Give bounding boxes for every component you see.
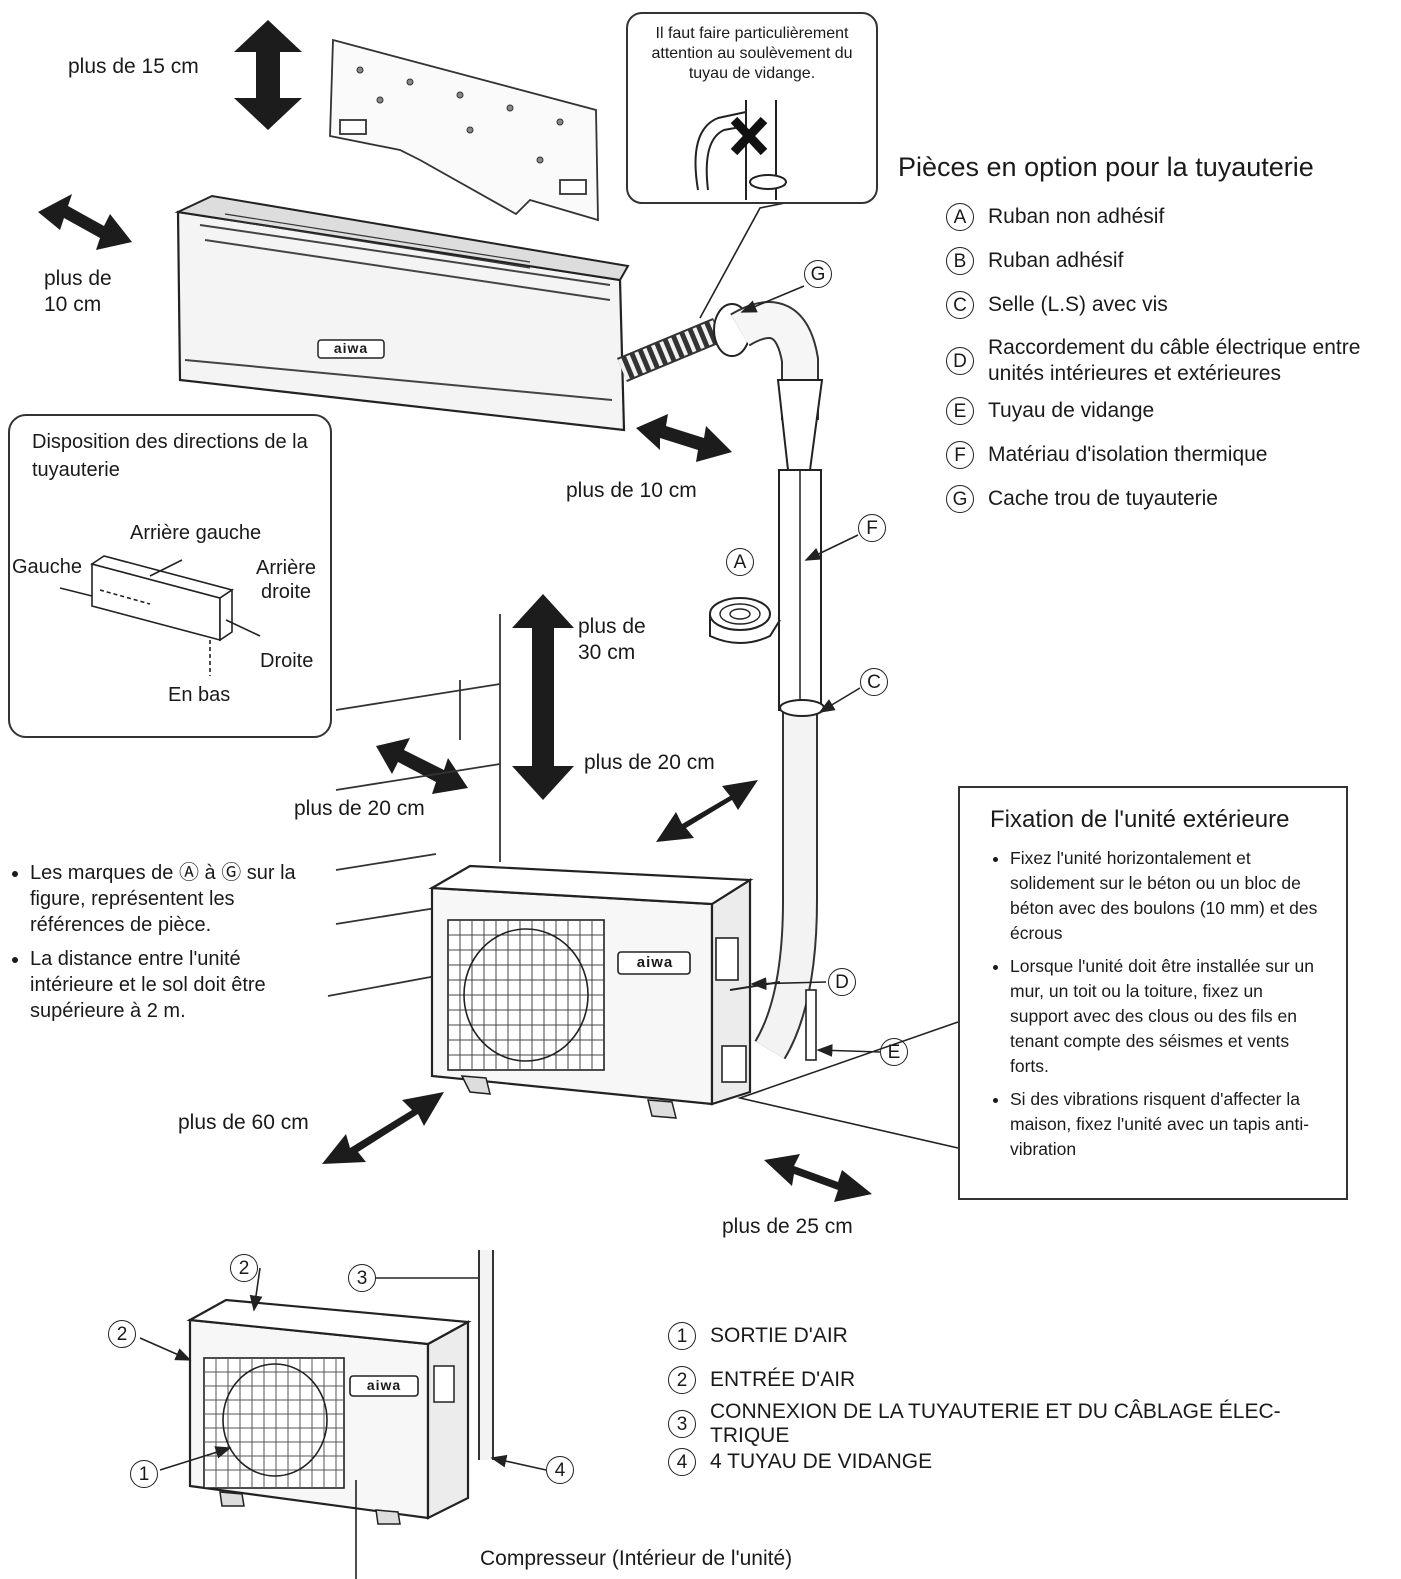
fixing-item: Lorsque l'unité doit être installée sur … xyxy=(1010,954,1322,1079)
legend-label: Tuyau de vidange xyxy=(988,399,1155,422)
legend-mark: E xyxy=(946,397,974,425)
legend-item-f: F Matériau d'isolation thermique xyxy=(946,441,1394,469)
optional-parts-title: Pièces en option pour la tuyauterie xyxy=(898,152,1314,182)
numbered-label: 4 TUYAU DE VIDANGE xyxy=(710,1450,933,1473)
number-mark: 3 xyxy=(668,1410,696,1438)
clearance-above-outdoor-label: plus de 30 cm xyxy=(578,615,646,664)
warning-text: Il faut faire particulièrement attention… xyxy=(651,25,853,82)
outdoor-unit-detail-art xyxy=(186,1250,494,1525)
arrow-right-indoor xyxy=(636,414,732,462)
callout-f: F xyxy=(858,514,886,542)
brand-logo-outdoor: aiwa xyxy=(636,954,674,971)
numbered-item-1: 1 SORTIE D'AIR xyxy=(668,1322,1368,1350)
clearance-left-indoor-label: plus de 10 cm xyxy=(44,267,112,316)
mounting-plate-art xyxy=(329,38,599,222)
notes-list: Les marques de Ⓐ à Ⓖ sur la figure, repr… xyxy=(8,860,308,1032)
callout-4: 4 xyxy=(546,1456,574,1484)
callout-2-top: 2 xyxy=(230,1254,258,1282)
callout-a: A xyxy=(726,548,754,576)
direction-bottom: En bas xyxy=(168,684,231,706)
callout-2-side: 2 xyxy=(108,1320,136,1348)
fixing-item: Fixez l'unité horizontalement et solidem… xyxy=(1010,846,1322,946)
clearance-side-outdoor-label: plus de 25 cm xyxy=(722,1215,853,1238)
number-mark: 4 xyxy=(668,1448,696,1476)
legend-label: Cache trou de tuyauterie xyxy=(988,487,1218,510)
legend-mark: F xyxy=(946,441,974,469)
brand-logo-outdoor-detail: aiwa xyxy=(366,1377,402,1393)
numbered-item-2: 2 ENTRÉE D'AIR xyxy=(668,1366,1368,1394)
wall-lines xyxy=(327,614,501,997)
clearance-right-outdoor-label: plus de 20 cm xyxy=(584,751,715,774)
legend-mark: B xyxy=(946,247,974,275)
legend-mark: C xyxy=(946,291,974,319)
direction-rear-right: Arrière droite xyxy=(256,557,317,603)
legend-item-a: A Ruban non adhésif xyxy=(946,203,1394,231)
piping-directions-box: Disposition des directions de la tuyaute… xyxy=(8,414,332,738)
legend-label: Selle (L.S) avec vis xyxy=(988,293,1168,316)
numbered-label: SORTIE D'AIR xyxy=(710,1324,848,1347)
legend-mark: G xyxy=(946,485,974,513)
callout-c: C xyxy=(860,668,888,696)
outdoor-unit-art xyxy=(428,864,781,1119)
callout-g: G xyxy=(804,260,832,288)
legend-mark: A xyxy=(946,203,974,231)
arrow-left-outdoor xyxy=(376,738,468,794)
drain-pipe-sketch xyxy=(694,100,787,200)
legend-item-g: G Cache trou de tuyauterie xyxy=(946,485,1394,513)
tape-roll-art xyxy=(709,597,781,644)
number-mark: 2 xyxy=(668,1366,696,1394)
arrow-above-outdoor xyxy=(512,594,574,800)
legend-item-d: D Raccordement du câble électrique entre … xyxy=(946,335,1394,387)
outdoor-fixing-title: Fixation de l'unité extérieure xyxy=(990,806,1290,833)
legend-item-b: B Ruban adhésif xyxy=(946,247,1394,275)
piping-direction-sketch xyxy=(59,555,261,676)
numbered-item-4: 4 4 TUYAU DE VIDANGE xyxy=(668,1448,1368,1476)
arrow-right-outdoor xyxy=(656,780,758,842)
clearance-arrows xyxy=(38,20,872,1202)
pipe-art xyxy=(617,301,825,1061)
legend-item-e: E Tuyau de vidange xyxy=(946,397,1394,425)
arrow-left-indoor xyxy=(38,194,132,250)
direction-right: Droite xyxy=(260,650,314,672)
clearance-right-indoor-label: plus de 10 cm xyxy=(566,479,697,502)
callout-d: D xyxy=(828,968,856,996)
clearance-left-outdoor-label: plus de 20 cm xyxy=(294,797,425,820)
legend-label: Raccordement du câble électrique entre u… xyxy=(988,336,1361,385)
clearance-top-label: plus de 15 cm xyxy=(68,55,199,78)
legend-label: Ruban non adhésif xyxy=(988,205,1165,228)
numbered-legend: 1 SORTIE D'AIR 2 ENTRÉE D'AIR 3 CONNEXION D… xyxy=(668,1322,1368,1492)
direction-rear-left: Arrière gauche xyxy=(130,522,262,544)
outdoor-fixing-box: Fixation de l'unité extérieure Fixez l'u… xyxy=(958,786,1348,1200)
direction-left: Gauche xyxy=(12,556,83,578)
fixing-item: Si des vibrations risquent d'affecter la… xyxy=(1010,1087,1322,1162)
legend-mark: D xyxy=(946,347,974,375)
callout-e: E xyxy=(880,1038,908,1066)
numbered-item-3: 3 CONNEXION DE LA TUYAUTERIE ET DU CÂBLAG… xyxy=(668,1400,1368,1448)
number-mark: 1 xyxy=(668,1322,696,1350)
legend-label: Ruban adhésif xyxy=(988,249,1124,272)
numbered-label: ENTRÉE D'AIR xyxy=(710,1368,856,1391)
warning-bubble: Il faut faire particulièrement attention… xyxy=(626,12,878,204)
optional-parts-legend: Pièces en option pour la tuyauterie A Rub… xyxy=(898,152,1394,529)
indoor-unit-art xyxy=(174,194,630,432)
cross-mark-icon xyxy=(730,116,768,156)
callout-3: 3 xyxy=(348,1264,376,1292)
arrow-side-outdoor xyxy=(764,1154,872,1202)
clearance-front-outdoor-label: plus de 60 cm xyxy=(178,1111,309,1134)
arrow-front-outdoor xyxy=(322,1092,444,1164)
callout-1: 1 xyxy=(130,1460,158,1488)
compressor-label: Compresseur (Intérieur de l'unité) xyxy=(480,1547,793,1570)
note-item: Les marques de Ⓐ à Ⓖ sur la figure, repr… xyxy=(30,860,308,938)
legend-label: Matériau d'isolation thermique xyxy=(988,443,1268,466)
arrow-top xyxy=(234,20,302,130)
numbered-label: CONNEXION DE LA TUYAUTERIE ET DU CÂBLAGE… xyxy=(710,1400,1281,1447)
piping-directions-title: Disposition des directions de la tuyaute… xyxy=(32,431,308,481)
brand-logo-indoor: aiwa xyxy=(333,340,369,356)
legend-item-c: C Selle (L.S) avec vis xyxy=(946,291,1394,319)
note-item: La distance entre l'unité intérieure et … xyxy=(30,946,308,1024)
